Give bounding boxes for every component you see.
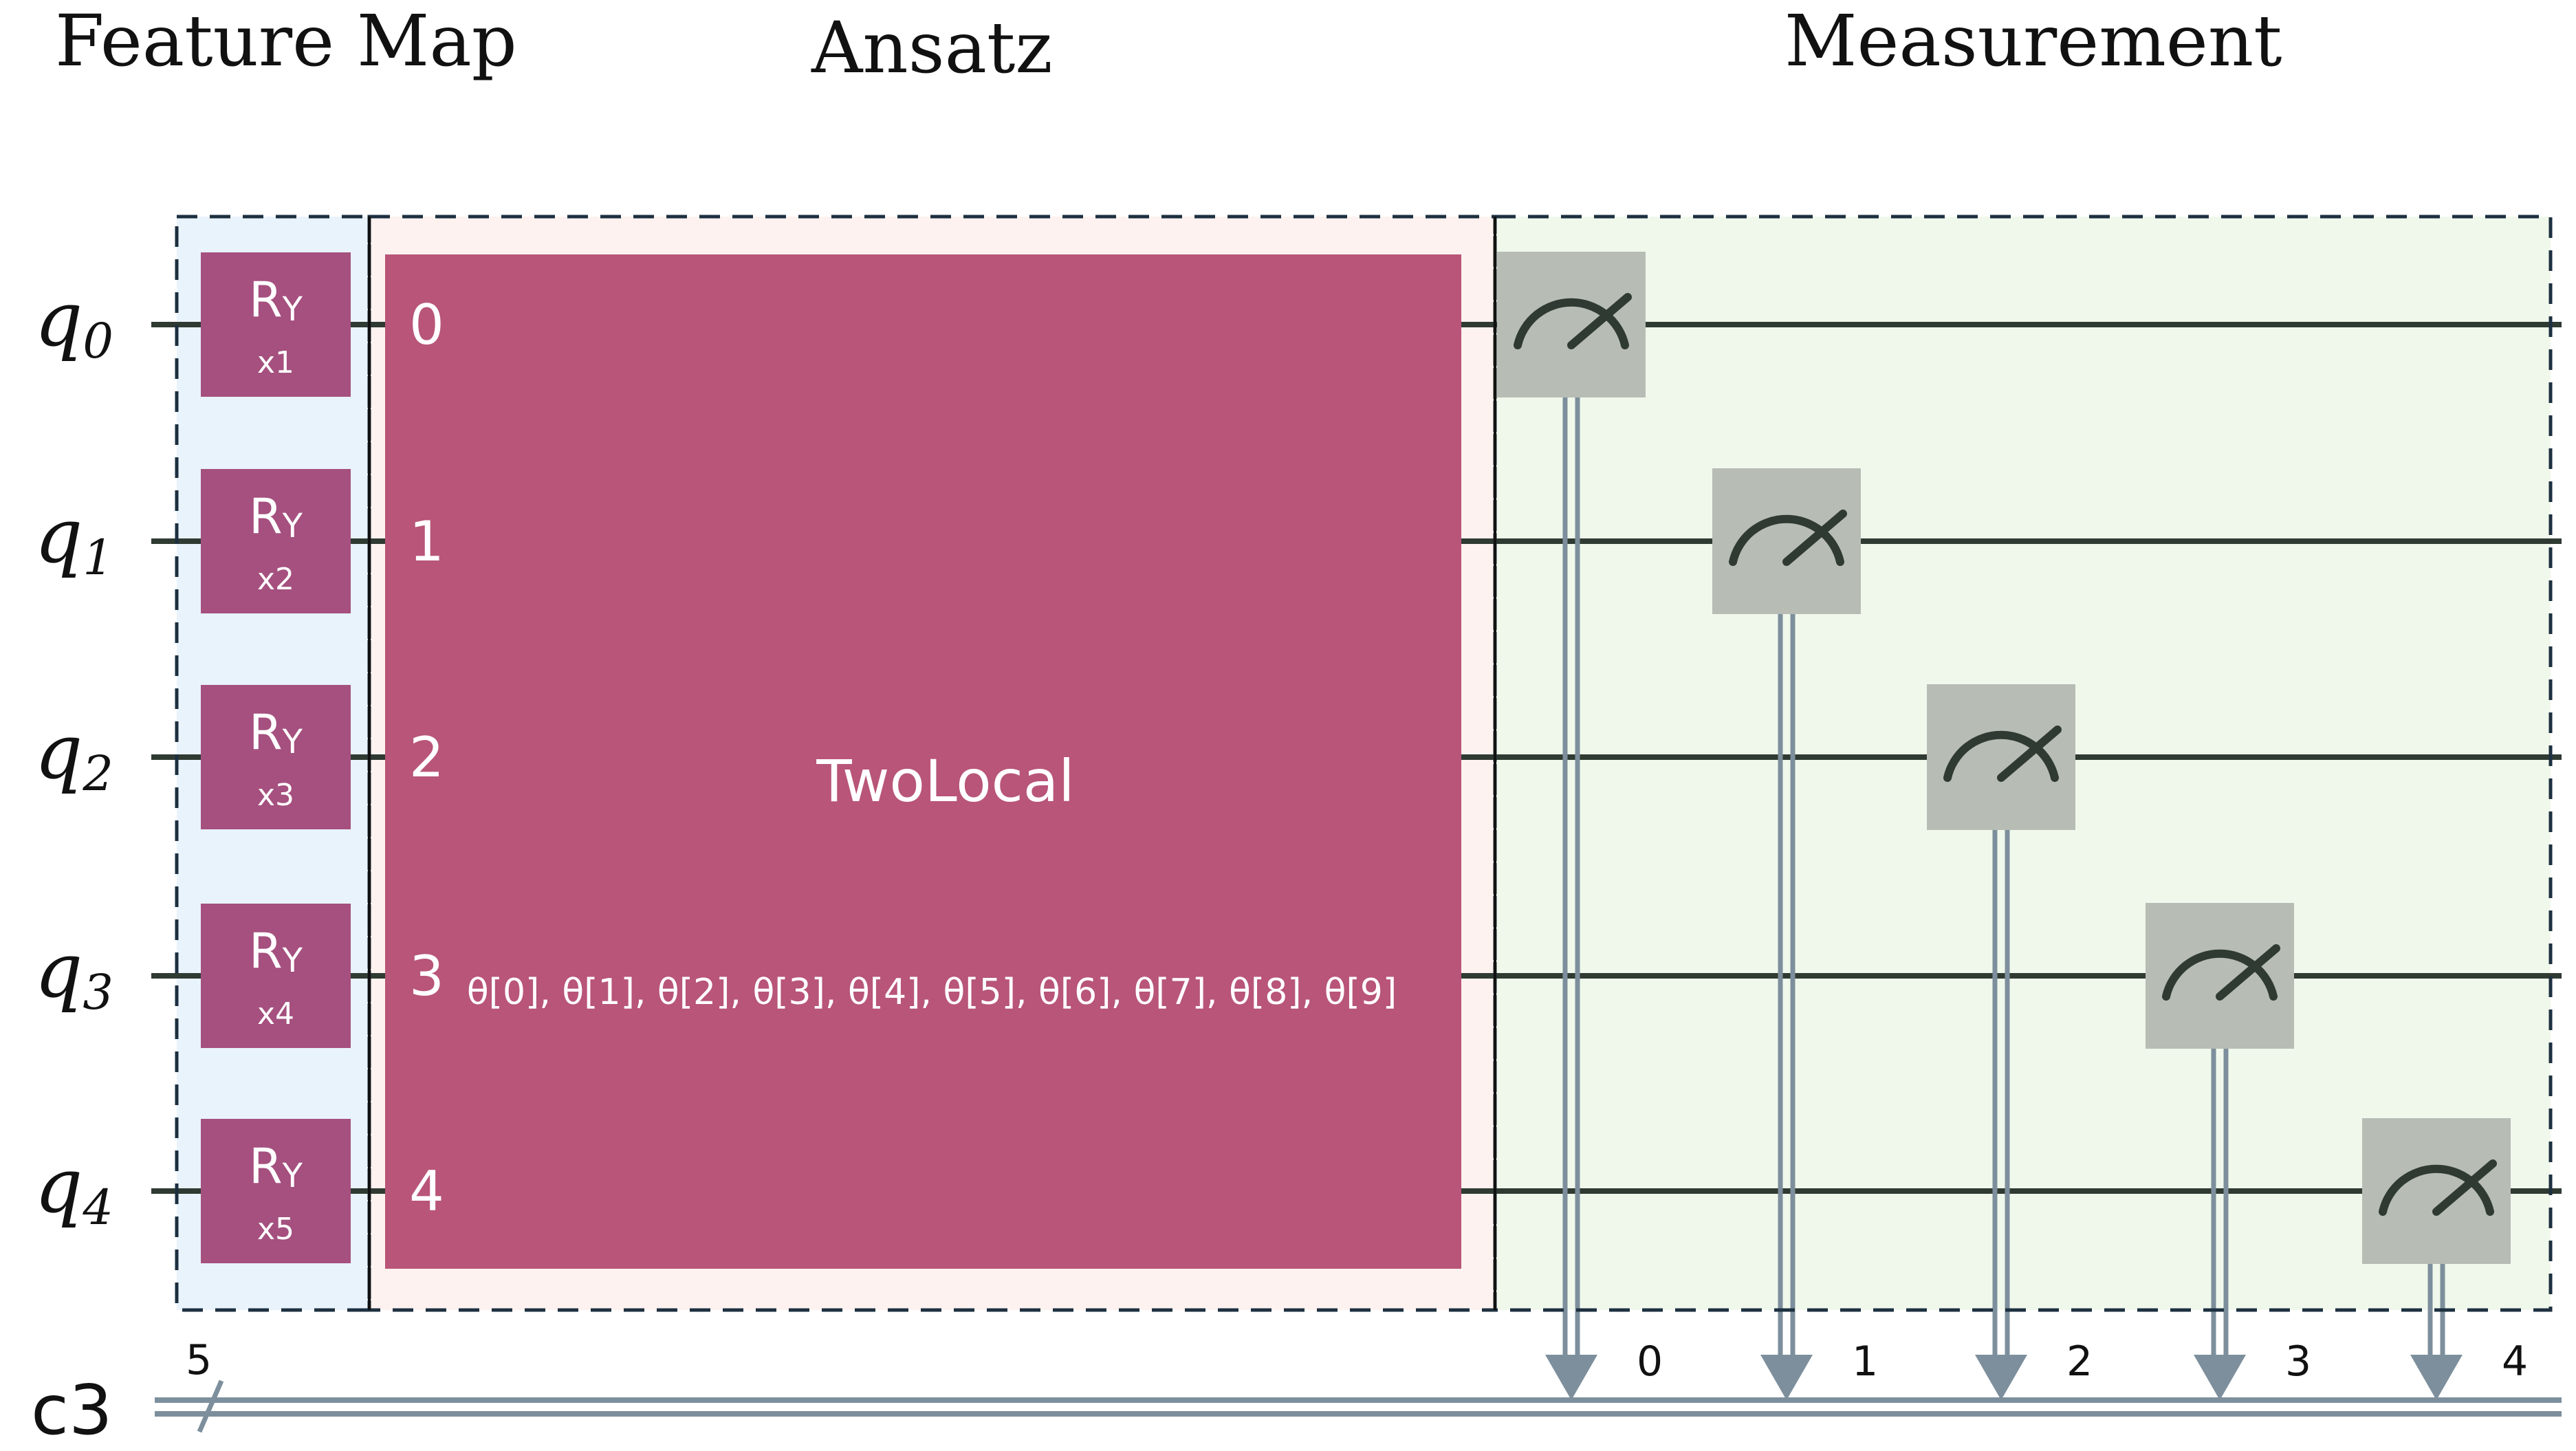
meter-icon (2162, 944, 2280, 1001)
meter-icon (1943, 726, 2062, 782)
measurement-border (1493, 215, 2553, 1312)
classical-register-name: c3 (31, 1370, 113, 1450)
ansatz-border (367, 215, 1497, 1312)
measurement-title: Measurement (1784, 0, 2282, 83)
ansatz-port-labels: 0 1 2 3 4 (409, 293, 444, 1223)
ansatz-port-4: 4 (409, 1159, 444, 1223)
measure-gate-1[interactable] (1712, 468, 1861, 1400)
twolocal-params: θ[0], θ[1], θ[2], θ[3], θ[4], θ[5], θ[6]… (467, 972, 1397, 1013)
ry-gate-label: RY (249, 272, 303, 329)
ry-gate-param: x1 (257, 345, 294, 380)
ansatz-port-0: 0 (409, 293, 444, 357)
ansatz-title: Ansatz (811, 7, 1053, 89)
qubit-label-1: q1 (34, 492, 113, 586)
bus-slash-icon (197, 1379, 224, 1433)
ry-gate-param: x3 (257, 778, 294, 813)
qubit-label-2: q2 (34, 708, 113, 802)
classical-bit-label-2: 2 (2066, 1338, 2093, 1386)
classical-bit-label-1: 1 (1852, 1338, 1878, 1386)
arrow-down-icon (2410, 1355, 2463, 1400)
classical-register-width: 5 (186, 1336, 212, 1384)
arrow-down-icon (1975, 1355, 2027, 1400)
ry-gate-label: RY (249, 1138, 303, 1195)
measure-gate-0[interactable] (1497, 252, 1646, 1400)
ry-gate-param: x4 (257, 996, 294, 1032)
qubit-label-3: q3 (34, 926, 113, 1021)
classical-bit-label-3: 3 (2285, 1338, 2311, 1386)
classical-register (155, 1379, 2562, 1433)
ry-gate-param: x5 (257, 1212, 294, 1247)
ansatz-port-2: 2 (409, 726, 444, 789)
feature-map-title: Feature Map (55, 0, 517, 83)
arrow-down-icon (1760, 1355, 1813, 1400)
ansatz-port-3: 3 (409, 944, 444, 1008)
ry-gate-1[interactable] (201, 469, 351, 613)
ry-gate-3[interactable] (201, 904, 351, 1048)
classical-bit-label-4: 4 (2502, 1338, 2528, 1386)
qubit-label-4: q4 (34, 1142, 113, 1236)
ry-gate-label: RY (249, 923, 303, 980)
ry-gate-4[interactable] (201, 1119, 351, 1263)
meter-icon (1729, 510, 1847, 566)
twolocal-gate[interactable] (385, 254, 1461, 1269)
measure-gate-4[interactable] (2362, 1118, 2511, 1400)
qubit-label-0: q0 (34, 275, 113, 369)
arrow-down-icon (2194, 1355, 2246, 1400)
ry-gate-label: RY (249, 704, 303, 761)
twolocal-label: TwoLocal (816, 748, 1074, 815)
ry-gate-0[interactable] (201, 252, 351, 397)
meter-icon (2379, 1159, 2497, 1216)
measurement-gates: 0 1 2 3 4 (1497, 252, 2528, 1400)
ansatz-port-1: 1 (409, 510, 444, 574)
meter-icon (1514, 293, 1632, 349)
qubit-labels: q0 q1 q2 q3 q4 (34, 275, 113, 1236)
classical-bit-label-0: 0 (1637, 1338, 1663, 1386)
measure-gate-3[interactable] (2146, 903, 2294, 1400)
arrow-down-icon (1545, 1355, 1597, 1400)
ry-gate-param: x2 (257, 562, 294, 597)
measure-gate-2[interactable] (1927, 684, 2075, 1400)
ry-gate-2[interactable] (201, 685, 351, 829)
ry-gate-label: RY (249, 488, 303, 545)
